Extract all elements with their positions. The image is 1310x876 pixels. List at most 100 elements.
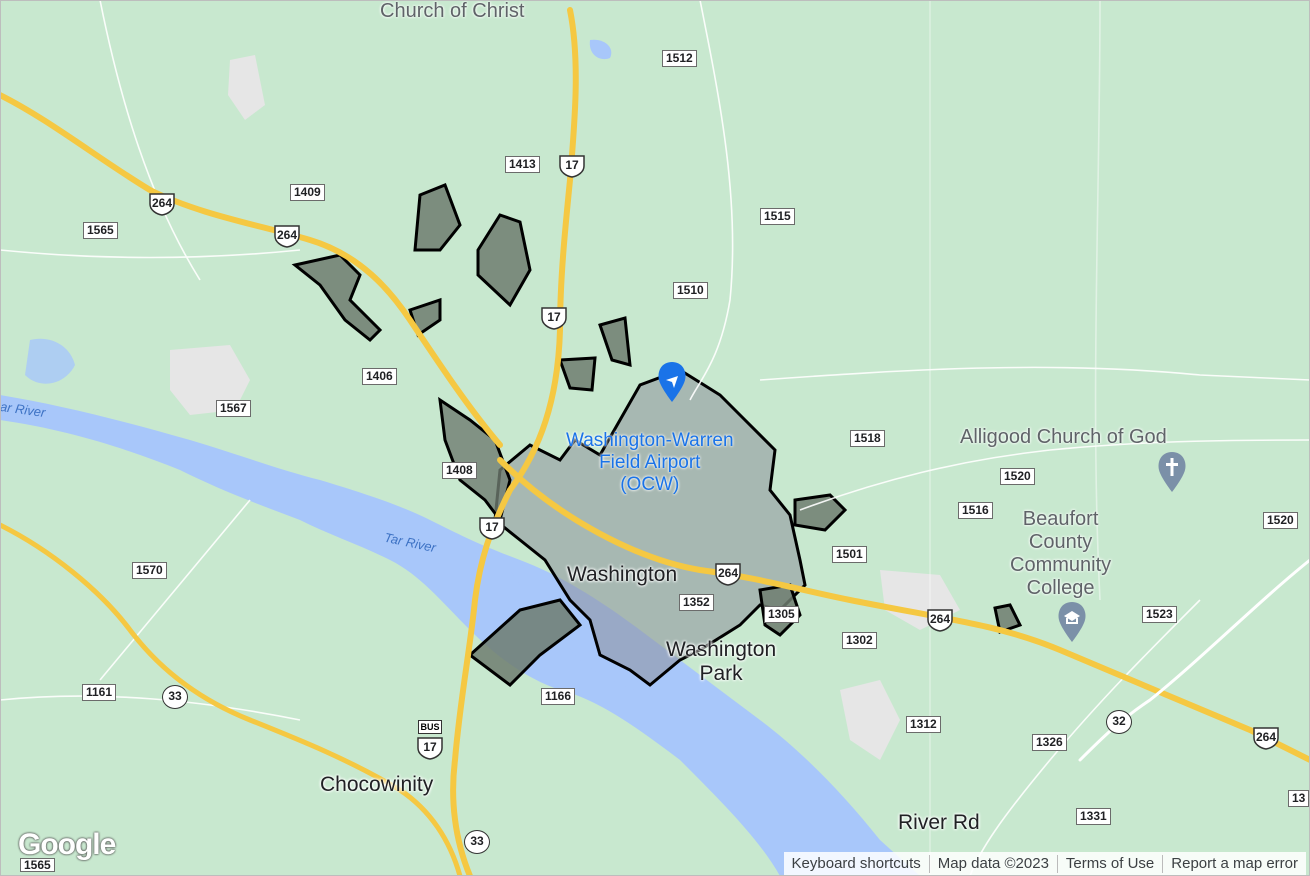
road-1520: 1520 bbox=[1000, 468, 1035, 485]
map-footer: Keyboard shortcuts Map data ©2023 Terms … bbox=[783, 852, 1306, 876]
us-264-shield-3-number: 264 bbox=[717, 566, 739, 580]
us-17-business-number: 17 bbox=[423, 740, 437, 754]
road-1409: 1409 bbox=[290, 184, 325, 201]
terms-of-use-link[interactable]: Terms of Use bbox=[1056, 855, 1162, 873]
us-264-shield-2-number: 264 bbox=[276, 228, 298, 242]
airport-label[interactable]: Washington-Warren Field Airport (OCW) bbox=[566, 430, 734, 496]
us-17-shield-2-number: 17 bbox=[547, 310, 561, 324]
washington-park-line1: Washington bbox=[666, 638, 777, 661]
road-1305: 1305 bbox=[764, 606, 799, 623]
road-1413: 1413 bbox=[505, 156, 540, 173]
us-264-shield-2: 264 bbox=[273, 224, 301, 248]
road-1312: 1312 bbox=[906, 716, 941, 733]
road-1501: 1501 bbox=[832, 546, 867, 563]
road-1510: 1510 bbox=[673, 282, 708, 299]
city-limits-nw-2 bbox=[413, 183, 462, 252]
airport-line3: (OCW) bbox=[620, 474, 680, 495]
us-264-east bbox=[497, 457, 1310, 763]
road-1565-south: 1565 bbox=[20, 858, 55, 872]
river-inlet bbox=[510, 560, 660, 700]
nc-32 bbox=[1078, 558, 1310, 762]
chocowinity-label[interactable]: Chocowinity bbox=[320, 773, 434, 796]
nc-33-shield-number: 33 bbox=[168, 689, 182, 703]
nc-33-shield: 33 bbox=[162, 685, 188, 709]
us-264-shield-5: 264 bbox=[1252, 726, 1280, 750]
nc-33-shield-2: 33 bbox=[464, 830, 490, 854]
report-map-error-link[interactable]: Report a map error bbox=[1162, 855, 1306, 873]
road-1331: 1331 bbox=[1076, 808, 1111, 825]
road-1161: 1161 bbox=[82, 684, 117, 701]
road-1515: 1515 bbox=[760, 208, 795, 225]
us-17-shield-number: 17 bbox=[565, 158, 579, 172]
city-limits-e-1 bbox=[793, 493, 848, 532]
pond-1 bbox=[589, 39, 612, 60]
airport-line1: Washington-Warren bbox=[566, 430, 734, 451]
nc-32-shield-number: 32 bbox=[1112, 714, 1126, 728]
us-264-shield-5-number: 264 bbox=[1255, 730, 1277, 744]
college-line3: Community bbox=[1010, 554, 1112, 576]
washington-label[interactable]: Washington bbox=[567, 563, 678, 586]
urban-area-4 bbox=[228, 55, 265, 120]
road-1166: 1166 bbox=[541, 688, 576, 705]
city-limits-main bbox=[493, 368, 807, 687]
urban-area-3 bbox=[840, 680, 900, 760]
us-17-business-shield: BUS 17 bbox=[416, 720, 444, 764]
church-of-christ-label: Church of Christ bbox=[380, 0, 525, 22]
city-limits-nw-3 bbox=[476, 213, 532, 308]
us-264-shield-4: 264 bbox=[926, 608, 954, 632]
city-limits-n-1 bbox=[598, 316, 632, 368]
road-1518: 1518 bbox=[850, 430, 885, 447]
us-264-shield-4-number: 264 bbox=[929, 612, 951, 626]
road-1302: 1302 bbox=[842, 632, 877, 649]
river-rd-label: River Rd bbox=[898, 811, 980, 834]
college-line1: Beaufort bbox=[1022, 508, 1099, 530]
us-17-shield-3: 17 bbox=[478, 516, 506, 540]
road-1512: 1512 bbox=[662, 50, 697, 67]
keyboard-shortcuts-link[interactable]: Keyboard shortcuts bbox=[791, 855, 921, 872]
nc-33-shield-2-number: 33 bbox=[470, 834, 484, 848]
road-13: 13 bbox=[1288, 790, 1310, 807]
airport-pin-icon bbox=[658, 362, 686, 402]
city-limits-sw bbox=[467, 598, 583, 687]
us-17-shield-3-number: 17 bbox=[485, 520, 499, 534]
business-tag: BUS bbox=[418, 720, 442, 734]
airport-line2: Field Airport bbox=[599, 452, 701, 473]
us-264-west bbox=[0, 92, 503, 448]
washington-park-line2: Park bbox=[699, 662, 743, 685]
us-17-shield: 17 bbox=[558, 154, 586, 178]
road-1570: 1570 bbox=[132, 562, 167, 579]
road-1408: 1408 bbox=[442, 462, 477, 479]
nc-33 bbox=[0, 522, 463, 876]
city-limits-n-2 bbox=[557, 356, 597, 392]
church-pin-icon bbox=[1158, 452, 1186, 492]
road-1516: 1516 bbox=[958, 502, 993, 519]
us-17-shield-2: 17 bbox=[540, 306, 568, 330]
road-1567: 1567 bbox=[216, 400, 251, 417]
us-264-shield: 264 bbox=[148, 192, 176, 216]
tar-river-water bbox=[0, 395, 920, 876]
road-1520-east: 1520 bbox=[1263, 512, 1298, 529]
road-1565: 1565 bbox=[83, 222, 118, 239]
road-1406: 1406 bbox=[362, 368, 397, 385]
college-line2: County bbox=[1028, 531, 1093, 553]
alligood-church-label[interactable]: Alligood Church of God bbox=[960, 426, 1167, 448]
us-264-shield-3: 264 bbox=[714, 562, 742, 586]
lake-left bbox=[25, 338, 75, 384]
nc-32-shield: 32 bbox=[1106, 710, 1132, 734]
road-1352: 1352 bbox=[679, 594, 714, 611]
google-logo[interactable]: Google bbox=[18, 828, 116, 861]
washington-park-label[interactable]: Washington Park bbox=[666, 638, 776, 686]
college-label[interactable]: Beaufort County Community College bbox=[1010, 508, 1111, 600]
college-pin-icon bbox=[1058, 602, 1086, 642]
urban-area bbox=[170, 345, 250, 415]
city-limits-e-2 bbox=[993, 603, 1023, 634]
map-data-attribution: Map data ©2023 bbox=[928, 855, 1057, 873]
road-1523: 1523 bbox=[1142, 606, 1177, 623]
college-line4: College bbox=[1026, 577, 1095, 599]
city-limits-nw-1 bbox=[291, 253, 383, 343]
road-1326: 1326 bbox=[1032, 734, 1067, 751]
us-264-shield-number: 264 bbox=[151, 196, 173, 210]
